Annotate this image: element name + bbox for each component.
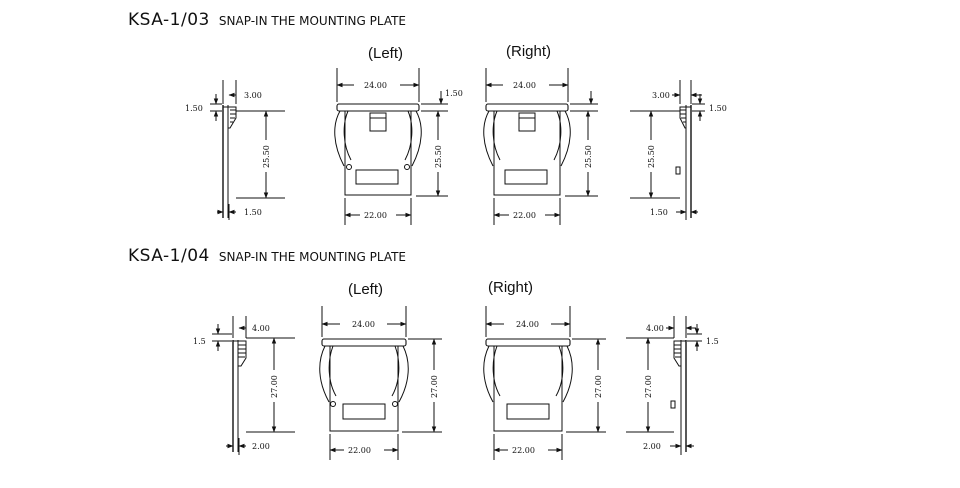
section-1-front-view-left: 24.00 1.50 25.50 22.00 [334, 68, 463, 225]
section-2-heading: KSA-1/04 SNAP-IN THE MOUNTING PLATE [128, 246, 406, 266]
dim-s1-front-left-top-width: 24.00 [364, 81, 387, 90]
section-2-drawings: (Left) (Right) 4.00 1.5 [193, 279, 719, 460]
dim-s1-side-left-height: 25.50 [262, 145, 271, 168]
dim-s2-side-left-height: 27.00 [270, 375, 279, 398]
dim-s1-front-right-top-width: 24.00 [513, 81, 536, 90]
section-1-side-view-left: 3.00 1.50 25.50 1.50 [185, 80, 285, 220]
section-2-side-view-left: 4.00 1.5 27.00 2.00 [193, 316, 295, 455]
section-1-right-label: (Right) [506, 43, 551, 60]
dim-s2-side-left-top: 1.5 [193, 337, 206, 346]
dim-s2-side-left-depth: 4.00 [252, 324, 270, 333]
dim-s2-front-right-height: 27.00 [594, 375, 603, 398]
section-1-front-view-right: 24.00 25.50 22.00 [483, 68, 598, 225]
section-2-right-label: (Right) [488, 279, 533, 296]
dim-s1-side-right-top: 1.50 [709, 104, 727, 113]
dim-s2-side-right-depth: 4.00 [646, 324, 664, 333]
dim-s2-side-left-bottom: 2.00 [252, 442, 270, 451]
section-1-left-label: (Left) [368, 45, 403, 62]
dim-s1-front-left-top-thk: 1.50 [445, 89, 463, 98]
dim-s2-front-left-height: 27.00 [430, 375, 439, 398]
section-1-side-view-right: 3.00 1.50 25.50 1.50 [630, 80, 727, 220]
dim-s1-side-right-bottom: 1.50 [650, 208, 668, 217]
dim-s1-side-right-height: 25.50 [647, 145, 656, 168]
dim-s1-front-right-bottom-width: 22.00 [513, 211, 536, 220]
section-1-model: KSA-1/03 [128, 10, 210, 30]
dim-s1-side-right-depth: 3.00 [652, 91, 670, 100]
dim-s2-side-right-bottom: 2.00 [643, 442, 661, 451]
dim-s1-side-left-depth: 3.00 [244, 91, 262, 100]
section-1-heading: KSA-1/03 SNAP-IN THE MOUNTING PLATE [128, 10, 406, 30]
dim-s2-side-right-top: 1.5 [706, 337, 719, 346]
dim-s2-front-right-top-width: 24.00 [516, 320, 539, 329]
section-1-drawings: (Left) (Right) 3.00 1.50 [185, 43, 727, 225]
dim-s1-front-right-height: 25.50 [584, 145, 593, 168]
section-2-model: KSA-1/04 [128, 246, 210, 266]
section-2-side-view-right: 4.00 1.5 27.00 2.00 [626, 316, 719, 455]
section-2-left-label: (Left) [348, 281, 383, 298]
section-1-subtitle: SNAP-IN THE MOUNTING PLATE [218, 14, 407, 28]
section-2-front-view-left: 24.00 27.00 22.00 [319, 306, 442, 460]
dim-s2-front-left-bottom-width: 22.00 [348, 446, 371, 455]
dim-s1-front-left-height: 25.50 [434, 145, 443, 168]
dim-s2-side-right-height: 27.00 [644, 375, 653, 398]
dim-s2-front-left-top-width: 24.00 [352, 320, 375, 329]
dim-s1-front-left-bottom-width: 22.00 [364, 211, 387, 220]
dim-s1-side-left-top: 1.50 [185, 104, 203, 113]
dim-s2-front-right-bottom-width: 22.00 [512, 446, 535, 455]
section-2-subtitle: SNAP-IN THE MOUNTING PLATE [218, 250, 407, 264]
section-2-front-view-right: 24.00 27.00 22.00 [483, 306, 606, 460]
dim-s1-side-left-bottom: 1.50 [244, 208, 262, 217]
